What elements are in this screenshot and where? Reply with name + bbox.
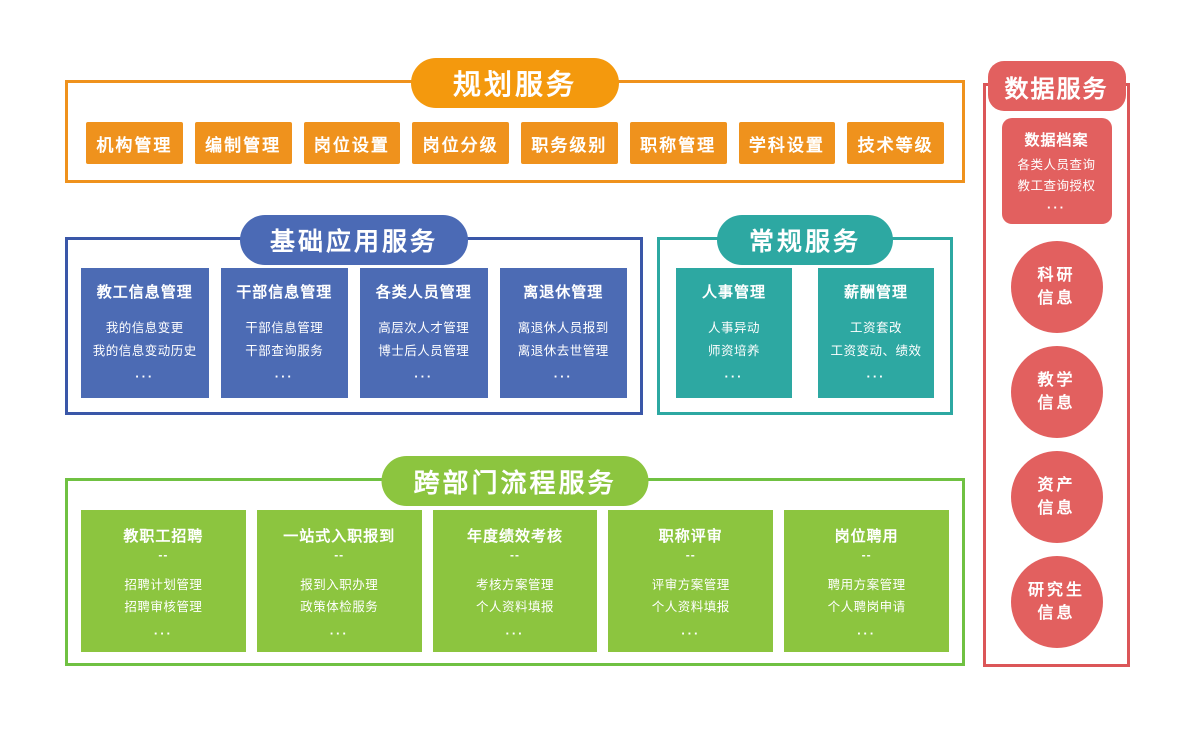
card-divider: -- <box>158 548 169 562</box>
card-ellipsis: ··· <box>553 369 573 384</box>
card-title-review: 职称评审 -- 评审方案管理 个人资料填报 ··· <box>608 510 774 652</box>
card-item: 招聘计划管理 <box>124 577 203 592</box>
card-item: 师资培养 <box>707 343 760 358</box>
cross-card-row: 教职工招聘 -- 招聘计划管理 招聘审核管理 ··· 一站式入职报到 -- 报到… <box>71 510 959 652</box>
card-divider: -- <box>685 548 696 562</box>
card-ellipsis: ··· <box>857 625 877 641</box>
card-item: 我的信息变更 <box>105 321 184 335</box>
basic-services-section: 基础应用服务 教工信息管理 我的信息变更 我的信息变动历史 ··· 干部信息管理… <box>65 215 643 415</box>
card-ellipsis: ··· <box>681 625 701 641</box>
card-hr-mgmt: 人事管理 人事异动 师资培养 ··· <box>676 268 792 398</box>
planning-section-title: 规划服务 <box>410 58 620 108</box>
circle-teaching-info: 教学 信息 <box>1010 346 1103 438</box>
planning-item-staffing-mgmt: 编制管理 <box>194 122 292 164</box>
card-onestop-onboarding: 一站式入职报到 -- 报到入职办理 政策体检服务 ··· <box>256 510 422 652</box>
card-post-employment: 岗位聘用 -- 聘用方案管理 个人聘岗申请 ··· <box>784 510 949 652</box>
card-salary-mgmt: 薪酬管理 工资套改 工资变动、绩效 ··· <box>818 268 934 398</box>
card-item: 离退休去世管理 <box>517 343 609 358</box>
card-item: 各类人员查询 <box>1017 158 1096 172</box>
card-ellipsis: ··· <box>135 369 155 384</box>
planning-item-tech-grade: 技术等级 <box>847 122 944 164</box>
card-item: 评审方案管理 <box>651 577 730 592</box>
card-title: 一站式入职报到 <box>283 528 396 545</box>
card-item: 离退休人员报到 <box>517 321 609 335</box>
card-title: 岗位聘用 <box>834 528 899 545</box>
card-divider: -- <box>861 548 872 562</box>
card-ellipsis: ··· <box>329 625 349 641</box>
card-item: 个人资料填报 <box>475 600 554 615</box>
card-ellipsis: ··· <box>505 625 525 641</box>
planning-button-row: 机构管理 编制管理 岗位设置 岗位分级 职务级别 职称管理 学科设置 技术等级 <box>71 122 959 164</box>
card-title: 年度绩效考核 <box>466 528 563 545</box>
card-item: 聘用方案管理 <box>827 577 906 592</box>
regular-card-row: 人事管理 人事异动 师资培养 ··· 薪酬管理 工资套改 工资变动、绩效 ··· <box>663 268 947 398</box>
card-data-archive: 数据档案 各类人员查询 教工查询授权 ··· <box>1001 118 1112 224</box>
card-item: 个人资料填报 <box>651 600 730 615</box>
card-item: 干部查询服务 <box>245 343 324 358</box>
card-title: 职称评审 <box>658 528 723 545</box>
circle-asset-info: 资产 信息 <box>1010 451 1103 543</box>
card-item: 高层次人才管理 <box>378 321 470 335</box>
card-cadre-info-mgmt: 干部信息管理 干部信息管理 干部查询服务 ··· <box>220 268 348 398</box>
basic-card-row: 教工信息管理 我的信息变更 我的信息变动历史 ··· 干部信息管理 干部信息管理… <box>71 268 637 398</box>
card-item: 个人聘岗申请 <box>827 600 906 615</box>
card-title: 教职工招聘 <box>123 528 204 545</box>
cross-department-section: 跨部门流程服务 教职工招聘 -- 招聘计划管理 招聘审核管理 ··· 一站式入职… <box>65 456 965 666</box>
planning-item-org-mgmt: 机构管理 <box>86 122 183 164</box>
regular-services-title: 常规服务 <box>716 215 894 265</box>
card-title: 薪酬管理 <box>843 284 908 301</box>
planning-item-post-grading: 岗位分级 <box>412 122 509 164</box>
cross-department-title: 跨部门流程服务 <box>381 456 649 506</box>
card-divider: -- <box>509 548 520 562</box>
planning-item-discipline-setup: 学科设置 <box>738 122 836 164</box>
card-item: 我的信息变动历史 <box>92 343 197 358</box>
card-item: 招聘审核管理 <box>124 600 203 615</box>
card-annual-performance: 年度绩效考核 -- 考核方案管理 个人资料填报 ··· <box>432 510 598 652</box>
card-item: 教工查询授权 <box>1017 179 1096 194</box>
card-divider: -- <box>334 548 345 562</box>
card-faculty-recruitment: 教职工招聘 -- 招聘计划管理 招聘审核管理 ··· <box>81 510 246 652</box>
card-item: 报到入职办理 <box>300 577 379 592</box>
card-title: 离退休管理 <box>523 284 604 301</box>
regular-services-section: 常规服务 人事管理 人事异动 师资培养 ··· 薪酬管理 工资套改 工资变动、绩… <box>657 215 953 415</box>
card-item: 考核方案管理 <box>475 577 554 592</box>
card-item: 人事异动 <box>707 321 760 335</box>
planning-item-duty-level: 职务级别 <box>521 122 618 164</box>
card-title: 数据档案 <box>1024 132 1089 149</box>
planning-item-post-setup: 岗位设置 <box>303 122 401 164</box>
data-services-title: 数据服务 <box>987 61 1126 111</box>
card-title: 各类人员管理 <box>375 284 472 301</box>
card-item: 干部信息管理 <box>245 321 324 335</box>
card-item: 博士后人员管理 <box>378 343 470 358</box>
card-item: 工资变动、绩效 <box>830 343 922 358</box>
card-retirement-mgmt: 离退休管理 离退休人员报到 离退休去世管理 ··· <box>499 268 627 398</box>
circle-research-info: 科研 信息 <box>1010 241 1103 333</box>
planning-section: 规划服务 机构管理 编制管理 岗位设置 岗位分级 职务级别 职称管理 学科设置 … <box>65 58 965 183</box>
card-title: 干部信息管理 <box>236 284 333 301</box>
card-ellipsis: ··· <box>724 369 744 384</box>
card-personnel-types-mgmt: 各类人员管理 高层次人才管理 博士后人员管理 ··· <box>360 268 488 398</box>
planning-item-title-mgmt: 职称管理 <box>629 122 727 164</box>
card-title: 人事管理 <box>701 284 766 301</box>
data-services-section: 数据服务 数据档案 各类人员查询 教工查询授权 ··· 科研 信息 教学 信息 … <box>983 61 1130 667</box>
card-ellipsis: ··· <box>414 369 434 384</box>
card-item: 政策体检服务 <box>300 600 379 615</box>
card-ellipsis: ··· <box>274 369 294 384</box>
data-services-column: 数据档案 各类人员查询 教工查询授权 ··· 科研 信息 教学 信息 资产 信息… <box>986 86 1127 664</box>
card-staff-info-mgmt: 教工信息管理 我的信息变更 我的信息变动历史 ··· <box>81 268 209 398</box>
card-ellipsis: ··· <box>153 625 173 641</box>
card-item: 工资套改 <box>849 321 902 335</box>
basic-services-title: 基础应用服务 <box>239 215 469 265</box>
card-title: 教工信息管理 <box>96 284 193 301</box>
circle-graduate-info: 研究生 信息 <box>1010 556 1103 648</box>
card-ellipsis: ··· <box>866 369 886 384</box>
card-ellipsis: ··· <box>1047 199 1066 215</box>
